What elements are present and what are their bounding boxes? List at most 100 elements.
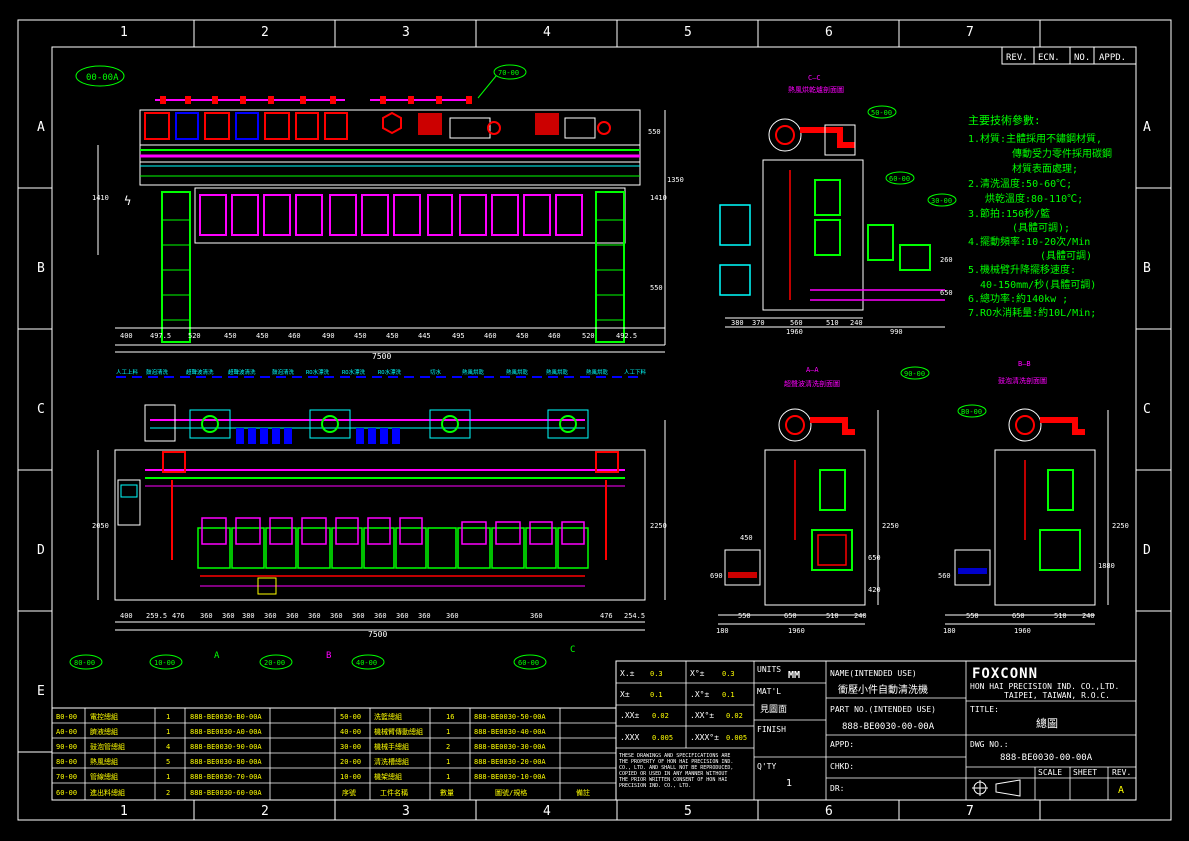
dim: 360: [446, 612, 459, 620]
bom-code: 70-00: [56, 773, 77, 781]
specs-title: 主要技術參數:: [968, 113, 1041, 127]
step: 熱風烘乾: [462, 368, 485, 376]
svg-text:0.1: 0.1: [722, 691, 735, 699]
callout: 40-00: [356, 659, 377, 667]
dim: 550: [650, 284, 663, 292]
drawing-tag: 00-00A: [75, 65, 125, 87]
svg-text:0.02: 0.02: [726, 712, 743, 720]
svg-text:COPIED OR USED IN ANY MANNER W: COPIED OR USED IN ANY MANNER WITHOUT: [619, 771, 727, 777]
dim: 260: [940, 256, 953, 264]
projection-symbol-icon: [972, 779, 1021, 797]
foxconn-logo: FOXCONN: [972, 666, 1038, 682]
bom-dwg: 888-BE0030-70-00A: [190, 773, 262, 781]
no-header: NO.: [1074, 53, 1090, 63]
step: 熱風烘乾: [506, 368, 529, 376]
step: 超聲波清洗: [186, 368, 214, 376]
bom-dwg: 888-BE0030-20-00A: [474, 758, 546, 766]
dim: 2250: [882, 522, 899, 530]
svg-text:SCALE: SCALE: [1038, 768, 1062, 777]
svg-text:00-00A: 00-00A: [86, 73, 119, 83]
bom-dwg: 888-BE0030-50-00A: [474, 713, 546, 721]
front-view: [97, 404, 666, 631]
bom-qty: 1: [446, 773, 450, 781]
bom-qty: 16: [446, 713, 454, 721]
row-label: C: [1143, 402, 1151, 417]
bom-qty: 1: [166, 713, 170, 721]
spec-line: 7.RO水消耗量:約10L/Min;: [968, 306, 1096, 319]
col-label: 3: [402, 804, 410, 819]
dim: 400: [120, 612, 133, 620]
dim: 550: [648, 128, 661, 136]
col-label: 7: [966, 804, 974, 819]
bom-qty: 1: [166, 773, 170, 781]
rev-header: REV.: [1006, 53, 1028, 63]
col-label: 3: [402, 25, 410, 40]
section-label: 超聲波清洗剖面圖: [784, 379, 840, 388]
svg-text:PRECISION IND. CO., LTD.: PRECISION IND. CO., LTD.: [619, 783, 691, 789]
bom-code: 20-00: [340, 758, 361, 766]
section-a-dims: 180 550 650 510 240 1960 2250 450 690 65…: [710, 522, 899, 635]
svg-text:CHKD:: CHKD:: [830, 762, 854, 771]
svg-text:DWG NO.:: DWG NO.:: [970, 740, 1009, 749]
spec-line: 3.節拍:150秒/籃: [968, 207, 1050, 220]
section-mark: A: [214, 651, 220, 661]
dim: 180: [716, 627, 729, 635]
dim: 510: [1054, 612, 1067, 620]
step: 超聲波清洗: [228, 368, 256, 376]
dim: 550: [966, 612, 979, 620]
dim: 380: [242, 612, 255, 620]
dim: 550: [738, 612, 751, 620]
row-label: A: [37, 120, 45, 135]
dim: 560: [790, 319, 803, 327]
spec-line: 2.清洗溫度:50-60℃;: [968, 177, 1072, 190]
dim: 450: [740, 534, 753, 542]
bom-qty: 2: [446, 743, 450, 751]
bom-code: A0-00: [56, 728, 77, 736]
bom-header: 圖號/規格: [495, 788, 527, 797]
dim: 476: [600, 612, 613, 620]
svg-text:REV.: REV.: [1112, 768, 1131, 777]
dim: 490: [322, 332, 335, 340]
revision-header: REV. ECN. NO. APPD.: [1001, 46, 1137, 65]
section-mark: C: [570, 645, 575, 655]
dim: 240: [850, 319, 863, 327]
svg-text:DR:: DR:: [830, 784, 844, 793]
bom-code: 60-00: [56, 789, 77, 797]
bom-dwg: 888-BE0030-40-00A: [474, 728, 546, 736]
svg-text:888-BE0030-00-00A: 888-BE0030-00-00A: [842, 722, 935, 732]
col-label: 5: [684, 25, 692, 40]
svg-text:總圖: 總圖: [1036, 716, 1058, 730]
bom-code: B0-00: [56, 713, 77, 721]
svg-text:0.02: 0.02: [652, 712, 669, 720]
svg-text:ϟ: ϟ: [124, 194, 131, 208]
grid-row-labels: A B C D E A B C D: [37, 120, 1151, 699]
dim: 400: [120, 332, 133, 340]
dim-total: 1960: [786, 328, 803, 336]
svg-text:SHEET: SHEET: [1073, 768, 1097, 777]
dim: 370: [752, 319, 765, 327]
col-label: 6: [825, 25, 833, 40]
bom-name: 進出料總組: [90, 788, 125, 797]
dim: 650: [1012, 612, 1025, 620]
bom-table: B0-00 電控總組 1 888-BE0030-B0-00A A0-00 臍液總…: [51, 707, 617, 801]
dim: 450: [386, 332, 399, 340]
dim: 1880: [1098, 562, 1115, 570]
dim: 2250: [650, 522, 667, 530]
bom-qty: 1: [446, 728, 450, 736]
section-b-callout: B0-00: [957, 404, 987, 418]
spec-line: 傳動受力零件採用碳鋼: [1012, 147, 1112, 160]
dim: 254.5: [624, 612, 645, 620]
svg-text:0.3: 0.3: [650, 670, 663, 678]
bom-qty: 5: [166, 758, 170, 766]
dim: 360: [330, 612, 343, 620]
section-mark: B: [326, 651, 331, 661]
step: 切水: [430, 368, 442, 376]
col-label: 5: [684, 804, 692, 819]
step: 熱風烘乾: [546, 368, 569, 376]
row-label: C: [37, 402, 45, 417]
section-title: B—B: [1018, 360, 1031, 368]
section-c-view: C—C 熱風烘乾爐剖面圖: [719, 74, 945, 328]
spec-line: 6.總功率:約140kw ;: [968, 292, 1068, 305]
dim: 360: [286, 612, 299, 620]
spec-line: (具體可調);: [1012, 221, 1070, 234]
